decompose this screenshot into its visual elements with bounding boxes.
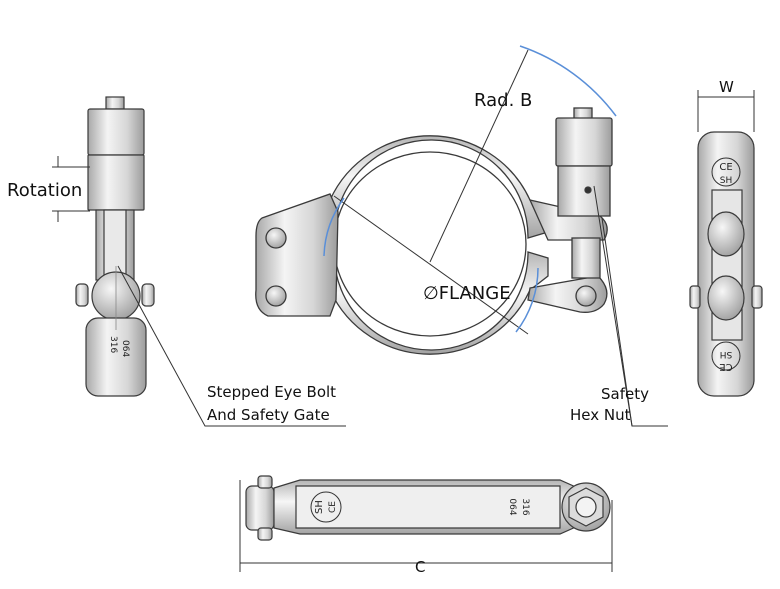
svg-text:CE: CE bbox=[719, 162, 732, 173]
flange-text: FLANGE bbox=[438, 283, 511, 304]
rad-b-label: Rad. B bbox=[474, 90, 533, 111]
length-dimension bbox=[239, 480, 613, 572]
diameter-symbol: ∅ bbox=[423, 283, 439, 304]
svg-text:316: 316 bbox=[520, 498, 530, 515]
side-view-width bbox=[689, 131, 763, 397]
flange-label: ∅FLANGE bbox=[423, 285, 511, 303]
rotation-label: Rotation bbox=[7, 180, 83, 201]
svg-text:CE: CE bbox=[719, 361, 732, 372]
svg-text:CE: CE bbox=[328, 501, 338, 513]
flange-diameter-dimension bbox=[323, 195, 539, 335]
rotation-dimension bbox=[52, 156, 90, 222]
svg-text:SH: SH bbox=[720, 349, 732, 359]
eye-bolt-label-line2: And Safety Gate bbox=[207, 406, 330, 424]
svg-text:064: 064 bbox=[507, 498, 517, 515]
bottom-view-clamp bbox=[245, 475, 611, 541]
width-dimension bbox=[697, 90, 755, 132]
svg-text:SH: SH bbox=[314, 500, 325, 514]
svg-text:064: 064 bbox=[120, 340, 130, 357]
width-label: W bbox=[719, 78, 734, 96]
right-view-markings: CE SH SH CE bbox=[711, 157, 741, 372]
side-view-eye-bolt bbox=[75, 96, 155, 397]
side-view-markings: 316 064 bbox=[108, 336, 130, 357]
length-label: C bbox=[415, 558, 426, 576]
hex-nut-label-line2: Hex Nut bbox=[570, 406, 631, 424]
hex-nut-label-line1: Safety bbox=[601, 385, 649, 403]
svg-text:SH: SH bbox=[720, 176, 732, 186]
eye-bolt-label-line1: Stepped Eye Bolt bbox=[207, 383, 337, 401]
front-view-clamp bbox=[255, 107, 613, 355]
svg-text:316: 316 bbox=[108, 336, 118, 353]
bottom-view-markings: SH CE 064 316 bbox=[310, 491, 530, 523]
radius-dimension bbox=[429, 45, 617, 263]
leader-lines bbox=[117, 185, 668, 427]
